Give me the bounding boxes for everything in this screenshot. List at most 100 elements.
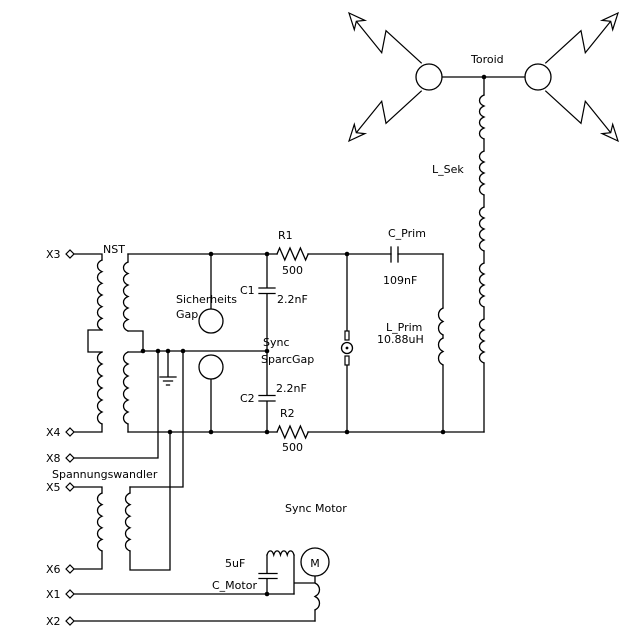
junction-dots	[140, 74, 487, 597]
terminal-x8	[65, 453, 75, 463]
toroid-assembly	[415, 63, 552, 96]
terminal-x4-label: X4	[46, 426, 61, 439]
coil-winding	[313, 582, 321, 611]
junction-dot	[180, 348, 186, 354]
coil-winding	[122, 261, 130, 332]
motor-box-right	[293, 554, 316, 595]
sync-gap-label-1: Sync	[263, 336, 290, 349]
junction-dot	[344, 251, 350, 257]
c2-name: C2	[240, 392, 255, 405]
junction-dot	[155, 348, 161, 354]
sync-spark-gap	[340, 253, 354, 433]
coil-winding	[478, 206, 486, 252]
spannungswandler-label: Spannungswandler	[52, 468, 158, 481]
junction-dot	[481, 74, 487, 80]
sync-gap-label-2: SparcGap	[261, 353, 314, 366]
junction-dot	[208, 429, 214, 435]
motor-cap-branch	[258, 554, 278, 595]
safety-gap-label-1: Sicherheits	[176, 293, 237, 306]
wire	[441, 76, 526, 96]
spark-gap-electrode	[344, 355, 350, 366]
coil-winding	[437, 337, 445, 366]
coil-winding	[124, 492, 132, 552]
junction-dot	[344, 429, 350, 435]
junction-dot	[264, 429, 270, 435]
safety-gap-label-2: Gap	[176, 308, 198, 321]
terminal-x3	[65, 249, 75, 259]
lightning-bolt-icon	[544, 90, 612, 134]
secondary-top-wire	[129, 350, 184, 488]
terminal-x2-label: X2	[46, 615, 61, 628]
terminal-x1-label: X1	[46, 588, 61, 601]
c2-value: 2.2nF	[276, 382, 307, 395]
spark-gap-axle	[345, 346, 349, 350]
terminals	[65, 249, 75, 626]
toroid-label: Toroid	[470, 53, 504, 66]
voltage-transformer	[73, 486, 132, 570]
safety-gap	[198, 253, 224, 433]
r2-value: 500	[282, 441, 303, 454]
cprim-value: 109nF	[383, 274, 417, 287]
coil-winding	[478, 150, 486, 196]
control-wiring	[73, 350, 184, 571]
r1-value: 500	[282, 264, 303, 277]
toroid-right-sphere	[524, 63, 552, 91]
motor-letter-label: M	[310, 557, 320, 570]
x8-wire	[73, 350, 159, 459]
safety-gap-lower-electrode	[198, 354, 224, 380]
safety-gap-upper-electrode	[198, 308, 224, 334]
coil-winding	[96, 492, 104, 552]
junction-dot	[440, 429, 446, 435]
cprim-name: C_Prim	[388, 227, 426, 240]
labels: Toroid L_Sek R1 500 C_Prim 109nF NST X3 …	[46, 53, 504, 628]
terminal-x4	[65, 427, 75, 437]
coil-winding	[478, 262, 486, 308]
junction-dot	[264, 591, 270, 597]
discharge-bolts	[348, 11, 619, 143]
terminal-x6-label: X6	[46, 563, 61, 576]
wire	[73, 253, 144, 433]
junction-dot	[140, 348, 146, 354]
junction-dot	[208, 251, 214, 257]
toroid-left-sphere	[415, 63, 443, 91]
capacitor-c1-c2-column	[258, 253, 276, 433]
junction-dot	[167, 429, 173, 435]
r1-name: R1	[278, 229, 293, 242]
c1-name: C1	[240, 284, 255, 297]
sync-motor-circuit	[73, 547, 330, 622]
resistor-r2	[276, 424, 310, 440]
terminal-x1	[65, 589, 75, 599]
coil-winding	[266, 550, 295, 558]
r2-name: R2	[280, 407, 295, 420]
capacitor-cprim	[390, 246, 399, 263]
junction-dot	[264, 251, 270, 257]
secondary-bottom-wire	[129, 431, 171, 571]
spark-gap-electrode	[344, 330, 350, 341]
wire	[73, 486, 131, 570]
terminal-x8-label: X8	[46, 452, 61, 465]
tank-circuit	[127, 246, 485, 440]
arrowhead-icon	[348, 122, 368, 143]
cmotor-name: C_Motor	[212, 579, 257, 592]
lprim-value: 10.88uH	[377, 333, 424, 346]
nst-transformer	[73, 253, 144, 433]
coil-winding	[96, 351, 104, 425]
sync-motor-label: Sync Motor	[285, 502, 347, 515]
terminal-x2	[65, 616, 75, 626]
junction-dot	[165, 348, 171, 354]
coil-winding	[122, 351, 130, 425]
c1-value: 2.2nF	[277, 293, 308, 306]
terminal-x5-label: X5	[46, 481, 61, 494]
arrowhead-icon	[348, 11, 368, 32]
junction-dot	[264, 348, 270, 354]
terminal-x6	[65, 564, 75, 574]
terminal-x5	[65, 482, 75, 492]
lsek-label: L_Sek	[432, 163, 464, 176]
lightning-bolt-icon	[544, 20, 612, 64]
arrowhead-icon	[599, 122, 619, 143]
coil-winding	[478, 94, 486, 140]
arrowhead-icon	[599, 11, 619, 32]
cmotor-value: 5uF	[225, 557, 245, 570]
